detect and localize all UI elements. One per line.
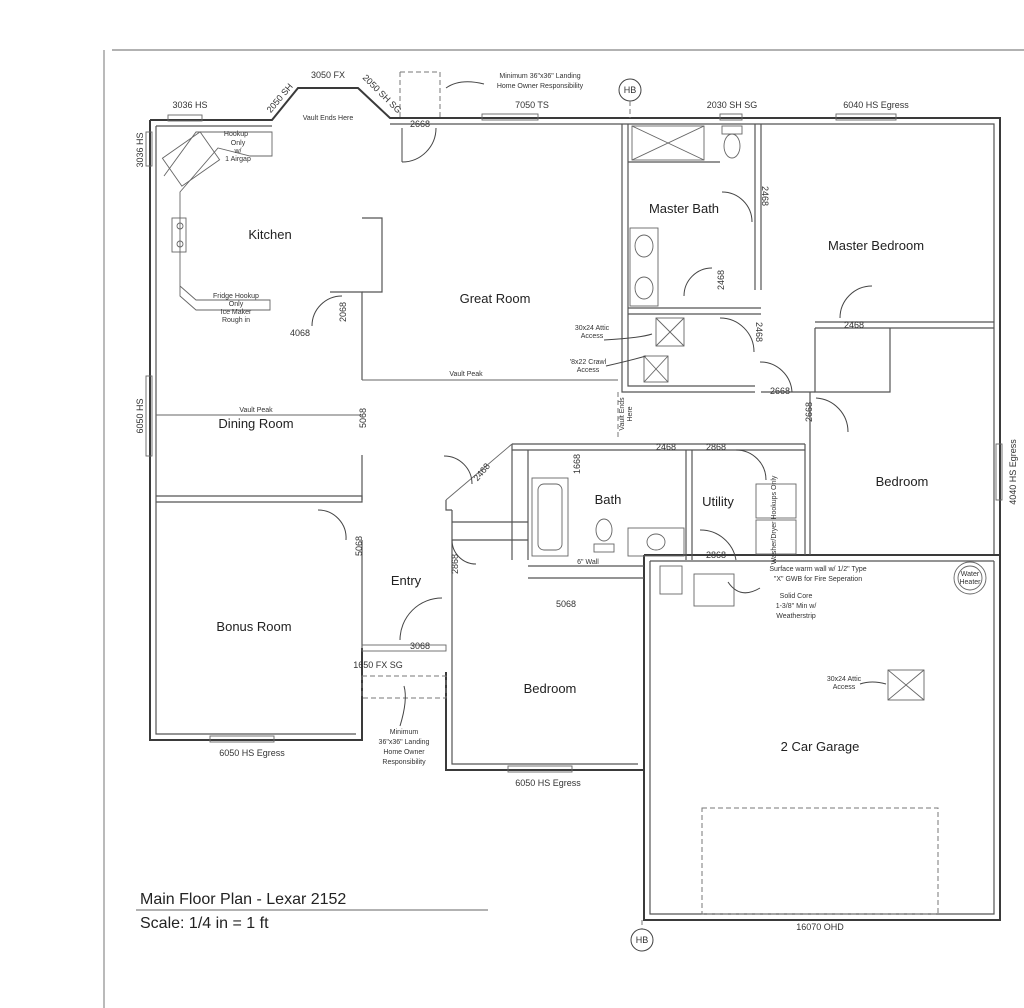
note-solid-1: Solid Core [780,593,813,600]
window-2030: 2030 SH SG [707,100,758,110]
room-great-room: Great Room [460,291,531,306]
room-garage: 2 Car Garage [781,739,860,754]
hb-top-label: HB [624,85,637,95]
note-vault-ends-side-2: Here [627,406,634,421]
note-fridge-1: Fridge Hookup [213,293,259,300]
room-bedroom-right: Bedroom [876,474,929,489]
door-2468-mb2: 2468 [716,270,726,290]
window-3036-top: 3036 HS [172,100,207,110]
fixtures [161,125,987,701]
note-fridge-4: Rough in [222,317,250,324]
note-crawl-1: '8x22 Crawl [570,359,607,366]
door-2468-bath: 2468 [656,442,676,452]
window-2050-right: 2050 SH SG [361,72,404,115]
note-washer-dryer: Washer/Dryer Hookups Only [771,475,778,564]
room-entry: Entry [391,573,422,588]
notes: Minimum 36"x36" Landing Home Owner Respo… [213,73,981,766]
note-vault-peak-2: Vault Peak [239,407,273,414]
note-solid-2: 1-3/8" Min w/ [776,603,817,610]
title-block: Main Floor Plan - Lexar 2152 Scale: 1/4 … [136,891,488,932]
door-2068: 2068 [338,302,348,322]
interior-walls [156,124,994,672]
window-1650: 1650 FX SG [353,660,403,670]
note-vault-ends-side-1: Vault Ends [619,397,626,431]
door-2468-mb1: 2468 [760,186,770,206]
door-2668-bed: 2668 [804,402,814,422]
window-marks [145,113,1003,773]
note-6-wall: 6" Wall [577,559,599,566]
note-landing-top-2: Home Owner Responsibility [497,83,584,90]
note-water-heater-2: Heater [959,579,981,586]
door-2668-mbr: 2668 [770,386,790,396]
door-2468-mb3: 2468 [754,322,764,342]
note-hookup-4: 1 Airgap [225,156,251,163]
note-hookup-3: w/ [234,148,242,155]
door-4068: 4068 [290,328,310,338]
window-16070-ohd: 16070 OHD [796,922,844,932]
note-garage-access-2: Access [833,684,856,691]
door-2868-garage: 2868 [706,550,726,560]
door-swings [311,127,873,641]
door-5068-bed: 5068 [556,599,576,609]
note-landing-bot-3: Home Owner [383,749,425,756]
window-7050: 7050 TS [515,100,549,110]
window-6050-side: 6050 HS [135,398,145,433]
door-2868-util: 2868 [706,442,726,452]
note-landing-bot-4: Responsibility [382,759,426,766]
door-5068-dining: 5068 [358,408,368,428]
note-crawl-2: Access [577,367,600,374]
room-dining: Dining Room [218,416,293,431]
door-2468-mbr: 2468 [844,320,864,330]
window-6050-bonus: 6050 HS Egress [219,748,285,758]
plan-scale: Scale: 1/4 in = 1 ft [140,915,269,932]
door-2468-hall: 2468 [471,461,492,483]
window-3036-side: 3036 HS [135,132,145,167]
door-1668: 1668 [572,454,582,474]
room-kitchen: Kitchen [248,227,291,242]
room-bedroom-bottom: Bedroom [524,681,577,696]
door-2868-entry: 2868 [450,554,460,574]
note-garage-access-1: 30x24 Attic [827,676,862,683]
note-fridge-3: Ice Maker [221,309,252,316]
exterior-walls [149,87,1001,921]
note-solid-3: Weatherstrip [776,613,816,620]
note-landing-bot-2: 36"x36" Landing [379,739,430,746]
note-fridge-2: Only [229,301,244,308]
door-2668-top: 2668 [410,119,430,129]
vault-lines [156,71,939,915]
window-labels: 3036 HS 2050 SH 3050 FX 2050 SH SG 7050 … [135,70,1018,932]
window-3050-fx: 3050 FX [311,70,345,80]
plan-title: Main Floor Plan - Lexar 2152 [140,891,346,908]
room-labels: Kitchen Great Room Master Bath Master Be… [216,201,928,754]
note-access-1: 30x24 Attic [575,325,610,332]
window-6040: 6040 HS Egress [843,100,909,110]
room-bath: Bath [595,492,622,507]
note-landing-top-1: Minimum 36"x36" Landing [499,73,580,80]
room-master-bath: Master Bath [649,201,719,216]
window-6050-bed: 6050 HS Egress [515,778,581,788]
door-5068-bonus: 5068 [354,536,364,556]
door-3068: 3068 [410,641,430,651]
note-surface-1: Surface warm wall w/ 1/2" Type [769,566,866,573]
window-4040: 4040 HS Egress [1008,439,1018,505]
note-access-2: Access [581,333,604,340]
note-vault-ends: Vault Ends Here [303,115,354,122]
note-hookup-1: Hookup [224,131,248,138]
hb-bottom-label: HB [636,935,649,945]
note-water-heater-1: Water [961,571,980,578]
note-vault-peak-1: Vault Peak [449,371,483,378]
note-landing-bot-1: Minimum [390,729,419,736]
room-bonus: Bonus Room [216,619,291,634]
hb-marker-bottom: HB [630,920,654,952]
note-hookup-2: Only [231,140,246,147]
note-arrows [399,81,887,727]
hb-marker-top: HB [618,78,642,118]
room-utility: Utility [702,494,734,509]
room-master-bedroom: Master Bedroom [828,238,924,253]
note-surface-2: "X" GWB for Fire Seperation [774,576,862,583]
